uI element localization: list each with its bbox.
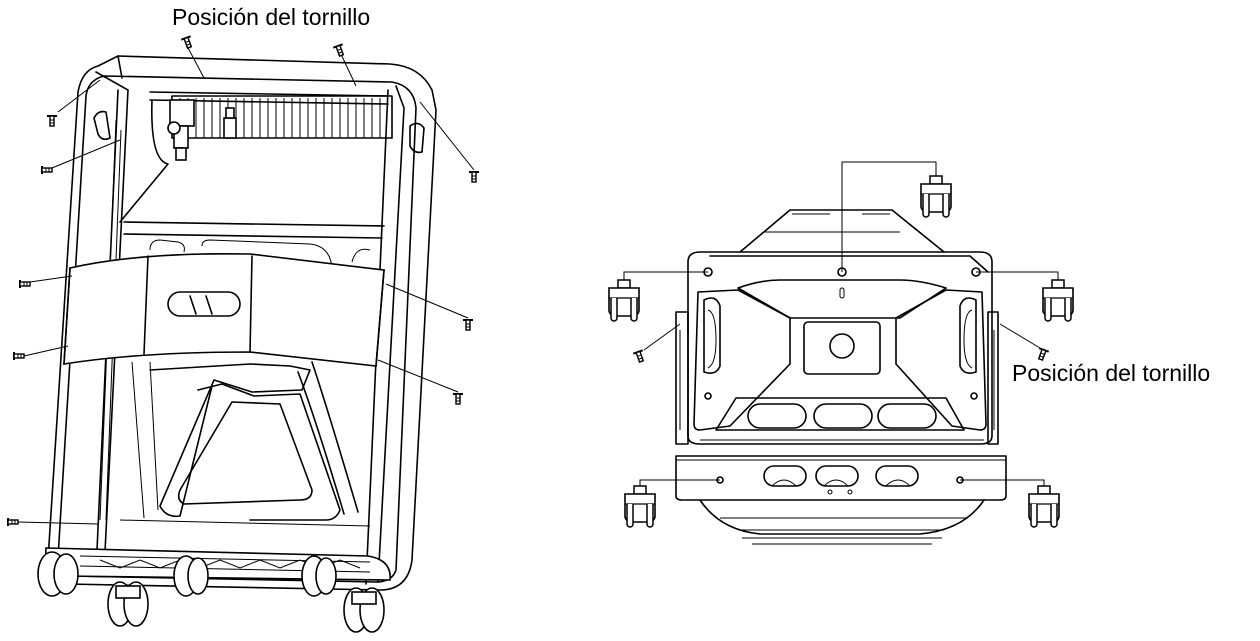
caster-wheel-icon — [1042, 279, 1074, 322]
heater-rear-view — [37, 55, 437, 633]
heater-base — [45, 547, 391, 581]
screw-callouts-right — [632, 323, 1050, 365]
screw-icon — [180, 35, 196, 51]
caster-wheel-icon — [1028, 485, 1060, 528]
screw-position-label-right: Posición del tornillo — [1012, 360, 1211, 386]
screw-position-label-left: Posición del tornillo — [172, 4, 371, 30]
screw-icon — [7, 517, 19, 527]
caster-wheel-icon — [624, 485, 656, 528]
caster-wheel-icon — [301, 555, 337, 597]
cover-band — [63, 252, 385, 367]
screw-icon — [19, 279, 31, 289]
screw-icon — [632, 349, 648, 365]
caster-wheel-icon — [37, 551, 79, 597]
gas-valve — [167, 99, 237, 161]
screw-callouts-left — [7, 35, 480, 527]
screw-icon — [452, 393, 464, 405]
caster-wheel-icon — [107, 581, 149, 627]
caster-wheel-icon — [920, 175, 952, 218]
caster-wheel-icon — [608, 279, 640, 322]
screw-icon — [46, 115, 58, 127]
screw-icon — [462, 319, 474, 331]
caster-wheel-icon — [343, 587, 385, 633]
screw-icon — [332, 43, 348, 59]
heater-bottom-view — [675, 209, 1007, 545]
caster-wheel-icon — [173, 555, 209, 597]
caster-callouts-right — [608, 161, 1074, 528]
screw-icon — [1034, 347, 1050, 363]
screw-icon — [468, 171, 480, 183]
screw-icon — [41, 165, 53, 175]
screw-icon — [13, 351, 25, 361]
